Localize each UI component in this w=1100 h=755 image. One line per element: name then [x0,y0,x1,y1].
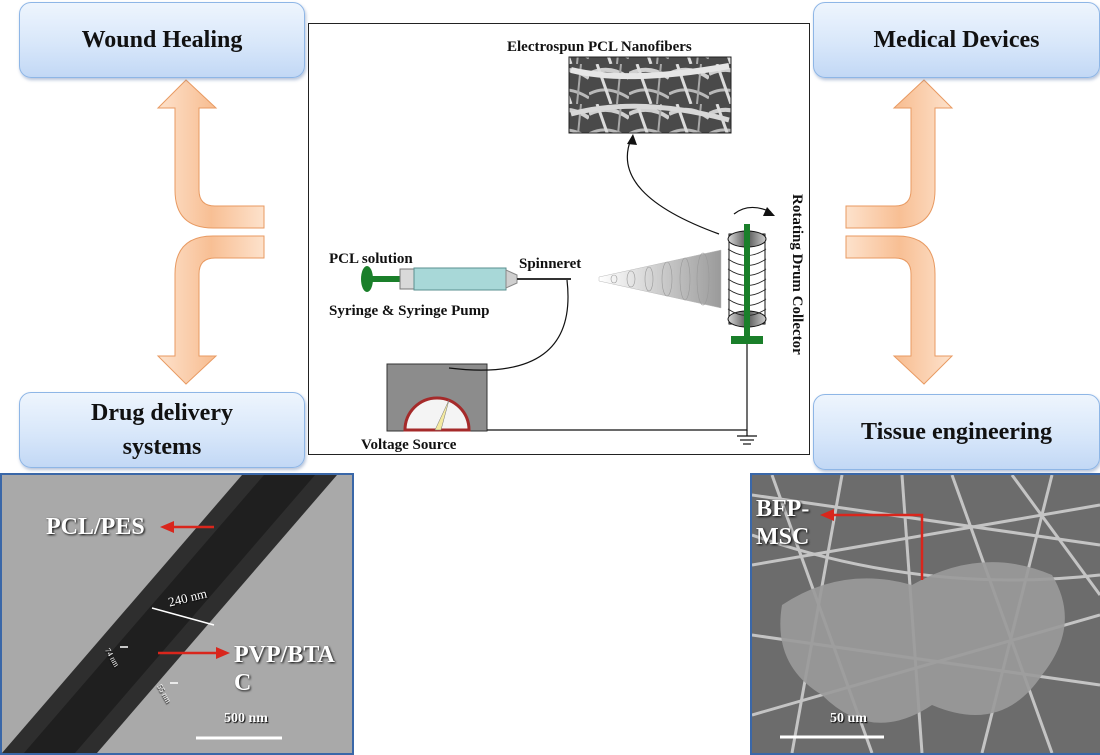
plunger-head-icon [361,266,373,292]
core-label-line2: C [234,670,252,696]
nanofibers-label: Electrospun PCL Nanofibers [507,39,692,55]
tissue-engineering-label: Tissue engineering [861,419,1052,445]
right-up-arrow [845,79,954,229]
syringe-barrel [413,267,507,291]
voltage-source-label: Voltage Source [361,437,457,453]
plunger-rod [372,276,400,282]
spinneret-label: Spinneret [519,256,581,272]
electrospinning-diagram: Electrospun PCL Nanofibers PCL solution … [329,39,805,453]
sem-micrograph: BFP- MSC 50 um [750,473,1100,755]
drum-collector-label: Rotating Drum Collector [789,194,805,355]
left-down-arrow [156,235,265,385]
left-up-arrow [156,79,265,229]
syringe-pump-label: Syringe & Syringe Pump [329,303,489,319]
core-label-line1: PVP/BTA [234,642,335,668]
drum-axle [744,224,750,336]
ground-icon [737,435,757,445]
drug-delivery-label-line2: systems [122,434,202,460]
electrospinning-jet [598,249,722,309]
cell-pointer-arrow [832,513,924,580]
plunger-stopper [399,268,415,290]
tissue-engineering-box: Tissue engineering [813,394,1100,470]
wound-healing-label: Wound Healing [81,27,243,53]
tem-scale-label: 500 nm [224,711,268,726]
medical-devices-box: Medical Devices [813,2,1100,78]
sem-scale-label: 50 um [830,711,867,726]
voltmeter-dial-icon [403,396,471,432]
cell-label-line1: BFP- [756,496,810,522]
stem-cell-body [780,562,1065,723]
medical-devices-label: Medical Devices [873,27,1040,53]
spinneret-needle [517,278,571,280]
cell-label-line2: MSC [756,524,810,550]
shell-label: PCL/PES [46,514,145,540]
wound-healing-box: Wound Healing [19,2,305,78]
tem-micrograph: 240 nm 74 nm 55 nm PCL/PES PVP/BTA C 500… [0,473,354,755]
right-down-arrow [845,235,954,385]
drug-delivery-label-line1: Drug delivery [91,400,233,426]
ground-wire [487,344,748,431]
electrospinning-setup-panel: Electrospun PCL Nanofibers PCL solution … [308,23,810,455]
drum-base [731,336,763,344]
pcl-solution-label: PCL solution [329,251,413,267]
high-voltage-wire [448,279,569,371]
drug-delivery-box: Drug delivery systems [19,392,305,468]
collection-arrow [626,138,720,235]
width-measure-line [151,607,215,626]
